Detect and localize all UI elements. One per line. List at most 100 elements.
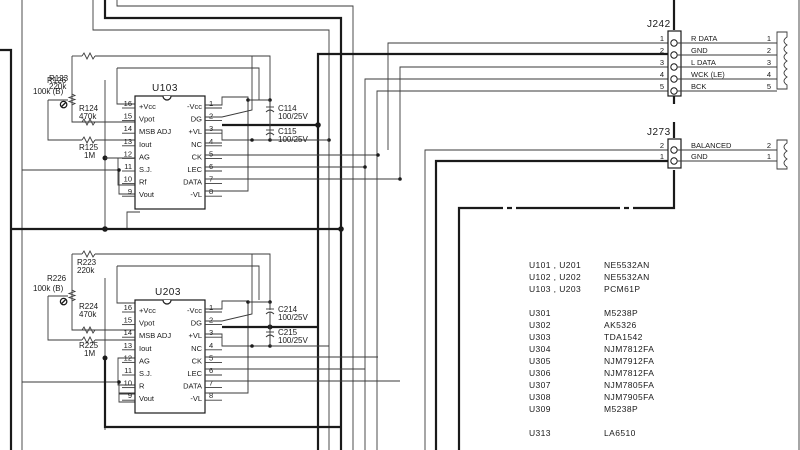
part-number: TDA1542 [604, 332, 643, 342]
part-number: PCM61P [604, 284, 640, 294]
c214-capacitor-icon [265, 302, 275, 327]
parts-list-row: U307 NJM7805FA [529, 380, 654, 390]
part-reference: U307 [529, 380, 551, 390]
part-number: NE5532AN [604, 272, 650, 282]
r224-value: 470k [79, 310, 97, 319]
part-number: M5238P [604, 404, 638, 414]
ic-pin-number: 16 [124, 99, 132, 108]
pin-socket-icon [670, 87, 678, 95]
part-reference: U305 [529, 356, 551, 366]
ic-pin-name: +VL [188, 331, 202, 340]
part-reference: U301 [529, 308, 551, 318]
r226-value: 100k (B) [33, 284, 64, 293]
part-reference: U302 [529, 320, 551, 330]
pot-adjust-icon: ⊘ [59, 296, 68, 308]
parts-list-row: U309 M5238P [529, 404, 638, 414]
ic-pin-name: DATA [183, 178, 202, 187]
ic-pin-name: R [139, 382, 145, 391]
ic-pin-name: NC [191, 344, 202, 353]
ic-pin-name: S.J. [139, 369, 152, 378]
ic-pin-number: 11 [124, 366, 132, 375]
plug-pin-number: 3 [767, 58, 771, 67]
pin-socket-icon [670, 146, 678, 154]
ic-pin-number: 13 [124, 341, 132, 350]
ic-pin-number: 6 [209, 366, 213, 375]
r124-label: R124 [79, 104, 99, 113]
part-number: NJM7912FA [604, 356, 654, 366]
j273-label: J273 [647, 127, 671, 138]
connector-signal-name: WCK (LE) [691, 70, 725, 79]
connector-signal-name: BALANCED [691, 141, 732, 150]
r123-value: 220k [49, 82, 67, 91]
ic-pin-name: Rf [139, 178, 147, 187]
ic-pin-name: S.J. [139, 165, 152, 174]
plug-pin-number: 5 [767, 82, 771, 91]
ic-pin-number: 8 [209, 391, 213, 400]
ic-pin-number: 3 [209, 124, 213, 133]
ic-pin-number: 12 [124, 149, 132, 158]
ic-pin-name: LEC [187, 369, 202, 378]
c115-label: C115 [278, 127, 297, 136]
ic-pin-name: AG [139, 152, 150, 161]
ic-pin-number: 2 [209, 112, 213, 121]
ic-pin-name: -VL [190, 394, 202, 403]
parts-list-row: U301 M5238P [529, 308, 638, 318]
ic-pin-name: DATA [183, 382, 202, 391]
ic-pin-name: -Vcc [187, 102, 202, 111]
part-reference: U101 , U201 [529, 260, 581, 270]
ic-pin-name: -Vcc [187, 306, 202, 315]
j242-label: J242 [647, 19, 671, 30]
ic-pin-number: 15 [124, 112, 132, 121]
connector-pin-number: 2 [660, 141, 664, 150]
part-reference: U309 [529, 404, 551, 414]
r126-value: 100k (B) [33, 87, 64, 96]
plug-pin-number: 1 [767, 152, 771, 161]
pin-socket-icon [670, 157, 678, 165]
ic-pin-name: Iout [139, 140, 152, 149]
ic-pin-name: +Vcc [139, 306, 156, 315]
ic-pin-number: 8 [209, 187, 213, 196]
ic-pin-number: 9 [128, 187, 132, 196]
part-reference: U304 [529, 344, 551, 354]
r224-label: R224 [79, 302, 99, 311]
ic-pin-number: 15 [124, 316, 132, 325]
part-number: M5238P [604, 308, 638, 318]
part-number: NJM7805FA [604, 380, 654, 390]
r124-value: 470k [79, 112, 97, 121]
r125-value: 1M [84, 151, 95, 160]
plug-pin-number: 4 [767, 70, 771, 79]
part-reference: U103 , U203 [529, 284, 581, 294]
pin-socket-icon [670, 51, 678, 59]
connector-signal-name: BCK [691, 82, 706, 91]
r223-value: 220k [77, 266, 95, 275]
part-number: AK5326 [604, 320, 637, 330]
r226-label: R226 [47, 274, 67, 283]
pin-socket-icon [670, 75, 678, 83]
ic-pin-number: 9 [128, 391, 132, 400]
ic-pin-name: Vpot [139, 115, 155, 124]
connector-signal-name: GND [691, 152, 708, 161]
plug-pin-number: 1 [767, 34, 771, 43]
ic-pin-number: 4 [209, 137, 213, 146]
ic-pin-name: +Vcc [139, 102, 156, 111]
c214-value: 100/25V [278, 313, 308, 322]
ic-pin-name: Iout [139, 344, 152, 353]
connector-pin-number: 1 [660, 34, 664, 43]
ic-pin-number: 5 [209, 353, 213, 362]
part-reference: U306 [529, 368, 551, 378]
ic-pin-name: MSB ADJ [139, 331, 171, 340]
c115-value: 100/25V [278, 135, 308, 144]
pin-socket-icon [670, 63, 678, 71]
ic-pin-name: LEC [187, 165, 202, 174]
